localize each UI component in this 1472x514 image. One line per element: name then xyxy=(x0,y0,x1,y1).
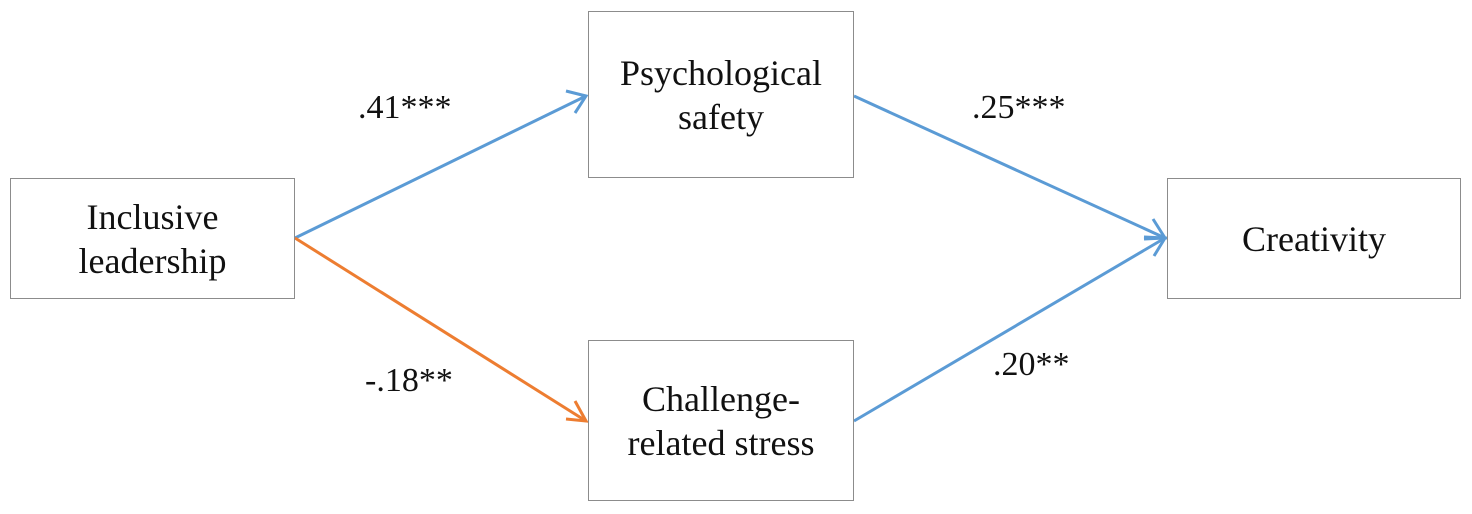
arrow-leadership-to-safety xyxy=(294,94,587,240)
arrow-safety-to-creativity xyxy=(853,94,1166,240)
coefficient-safety-to-creativity: .25*** xyxy=(972,89,1066,126)
node-label: Psychological safety xyxy=(620,52,822,137)
arrowhead-leadership-to-stress xyxy=(565,400,589,423)
node-challenge-related-stress: Challenge- related stress xyxy=(588,340,854,501)
coefficient-stress-to-creativity: .20** xyxy=(993,346,1070,383)
node-creativity: Creativity xyxy=(1167,178,1461,299)
node-label: Inclusive leadership xyxy=(78,196,227,281)
coefficient-leadership-to-safety: .41*** xyxy=(358,89,452,126)
arrowhead-leadership-to-safety xyxy=(565,89,589,114)
coefficient-leadership-to-stress: -.18** xyxy=(365,362,453,399)
arrow-stress-to-creativity xyxy=(853,236,1166,423)
node-psychological-safety: Psychological safety xyxy=(588,11,854,178)
arrowhead-stress-to-creativity xyxy=(1143,235,1168,257)
arrow-leadership-to-stress xyxy=(294,236,587,423)
node-label: Challenge- related stress xyxy=(627,378,815,463)
node-inclusive-leadership: Inclusive leadership xyxy=(10,178,295,299)
node-label: Creativity xyxy=(1242,218,1386,259)
